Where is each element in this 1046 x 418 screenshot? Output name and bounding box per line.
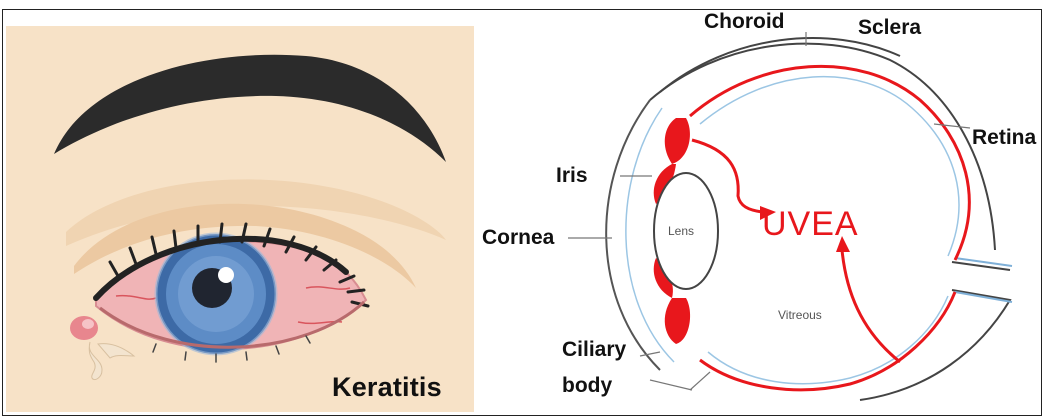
label-retina: Retina (972, 126, 1036, 150)
caption-keratitis: Keratitis (332, 372, 442, 403)
arrows (692, 140, 900, 362)
ciliary-body-lower (665, 298, 690, 344)
label-iris: Iris (556, 164, 588, 188)
label-lens: Lens (668, 224, 694, 238)
tear-drop (89, 342, 102, 380)
label-vitreous: Vitreous (778, 308, 822, 322)
label-cornea: Cornea (482, 226, 554, 250)
label-ciliary: Ciliary (562, 338, 626, 362)
label-body: body (562, 374, 612, 398)
label-choroid: Choroid (704, 10, 784, 34)
eye-drawing (6, 26, 474, 412)
cornea (606, 100, 660, 370)
label-sclera: Sclera (858, 16, 921, 40)
ciliary-body-upper (665, 118, 690, 164)
eyebrow (54, 55, 446, 162)
keratitis-illustration (6, 26, 474, 412)
label-uvea: UVEA (762, 205, 859, 244)
tear-duct (70, 316, 98, 340)
